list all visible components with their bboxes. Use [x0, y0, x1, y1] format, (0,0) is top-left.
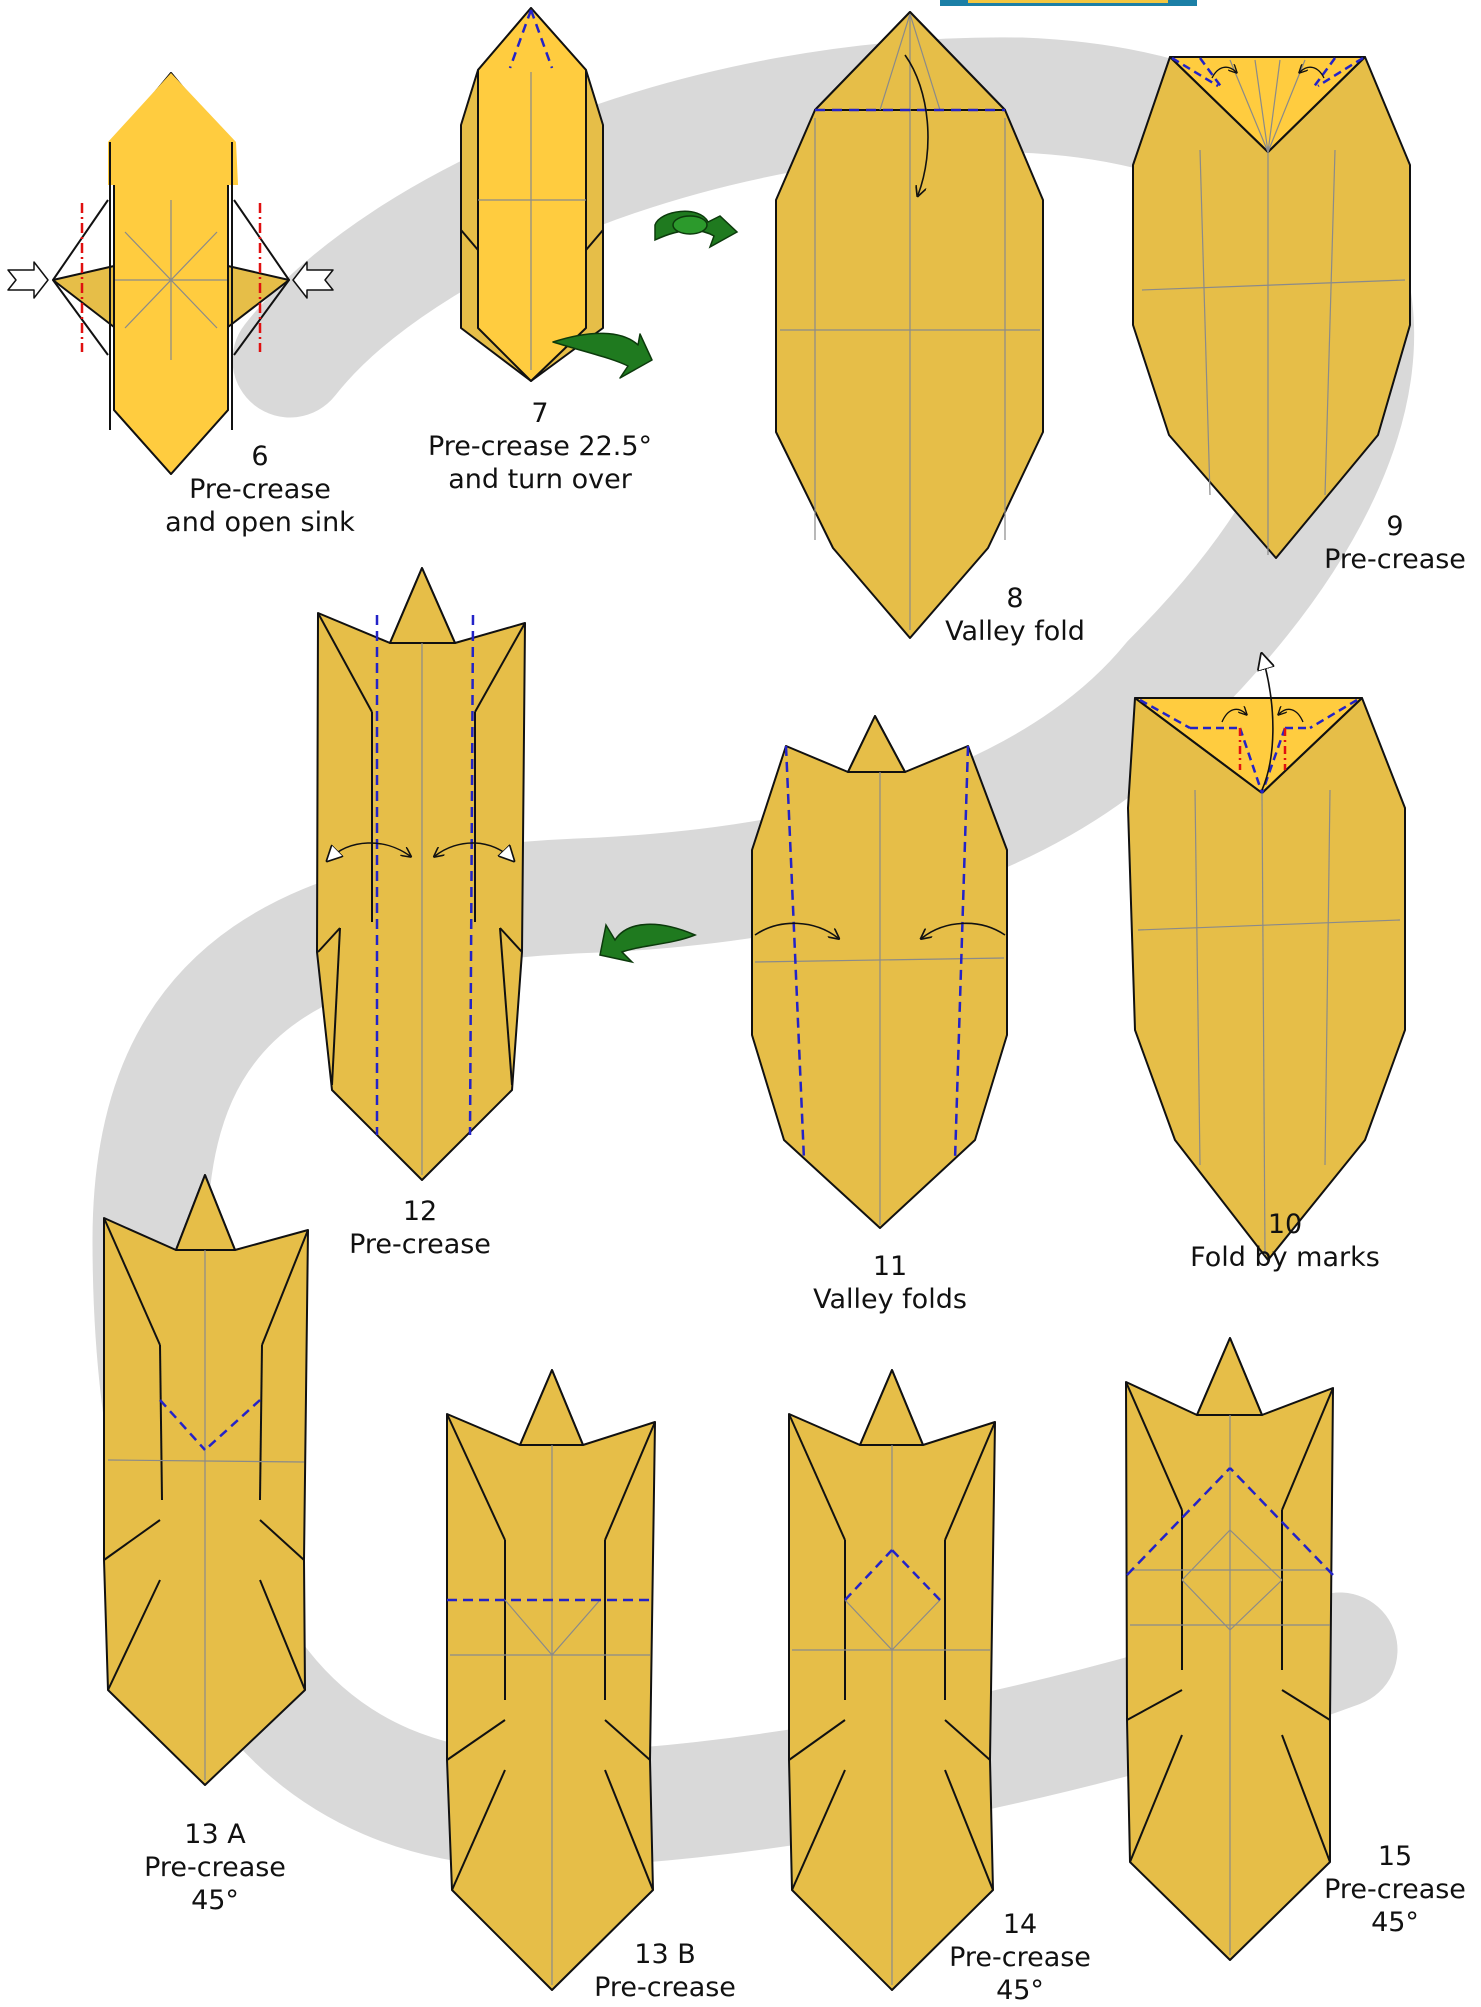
step-12-caption: 12 Pre-crease [335, 1195, 505, 1261]
step-15-model [1126, 1338, 1333, 1960]
logo-fragment [940, 0, 1197, 6]
step-7-line-1: Pre-crease 22.5° [410, 430, 670, 463]
step-11-number: 11 [780, 1250, 1000, 1283]
turn-over-icon [655, 211, 737, 247]
step-12-line-1: Pre-crease [335, 1228, 505, 1261]
step-8-line-1: Valley fold [930, 615, 1100, 648]
step-8-caption: 8 Valley fold [930, 582, 1100, 648]
step-6-line-1: Pre-crease [160, 473, 360, 506]
step-13b-caption: 13 B Pre-crease [580, 1938, 750, 2004]
step-14-line-2: 45° [935, 1974, 1105, 2007]
step-15-caption: 15 Pre-crease 45° [1310, 1840, 1480, 1939]
step-6-line-2: and open sink [160, 506, 360, 539]
step-13a-model [104, 1175, 308, 1785]
step-7-line-2: and turn over [410, 463, 670, 496]
step-10-model [1128, 655, 1405, 1260]
step-14-number: 14 [935, 1908, 1105, 1941]
step-6-number: 6 [160, 440, 360, 473]
step-13b-number: 13 B [580, 1938, 750, 1971]
step-7-caption: 7 Pre-crease 22.5° and turn over [410, 397, 670, 496]
step-13b-line-1: Pre-crease [580, 1971, 750, 2004]
step-12-model [317, 568, 525, 1180]
step-7-number: 7 [410, 397, 670, 430]
step-11-model [752, 716, 1007, 1228]
step-15-number: 15 [1310, 1840, 1480, 1873]
step-13a-line-1: Pre-crease [130, 1851, 300, 1884]
step-6-caption: 6 Pre-crease and open sink [160, 440, 360, 539]
step-13a-line-2: 45° [130, 1884, 300, 1917]
step-14-caption: 14 Pre-crease 45° [935, 1908, 1105, 2007]
step-11-line-1: Valley folds [780, 1283, 1000, 1316]
step-10-number: 10 [1175, 1208, 1395, 1241]
step-15-line-2: 45° [1310, 1906, 1480, 1939]
step-9-number: 9 [1310, 510, 1480, 543]
step-13b-model [447, 1370, 655, 1990]
step-9-caption: 9 Pre-crease [1310, 510, 1480, 576]
step-10-line-1: Fold by marks [1175, 1241, 1395, 1274]
step-13a-caption: 13 A Pre-crease 45° [130, 1818, 300, 1917]
step-11-caption: 11 Valley folds [780, 1250, 1000, 1316]
step-8-number: 8 [930, 582, 1100, 615]
step-14-model [789, 1370, 995, 1990]
step-12-number: 12 [335, 1195, 505, 1228]
step-10-caption: 10 Fold by marks [1175, 1208, 1395, 1274]
step-13a-number: 13 A [130, 1818, 300, 1851]
step-15-line-1: Pre-crease [1310, 1873, 1480, 1906]
step-9-line-1: Pre-crease [1310, 543, 1480, 576]
step-14-line-1: Pre-crease [935, 1941, 1105, 1974]
